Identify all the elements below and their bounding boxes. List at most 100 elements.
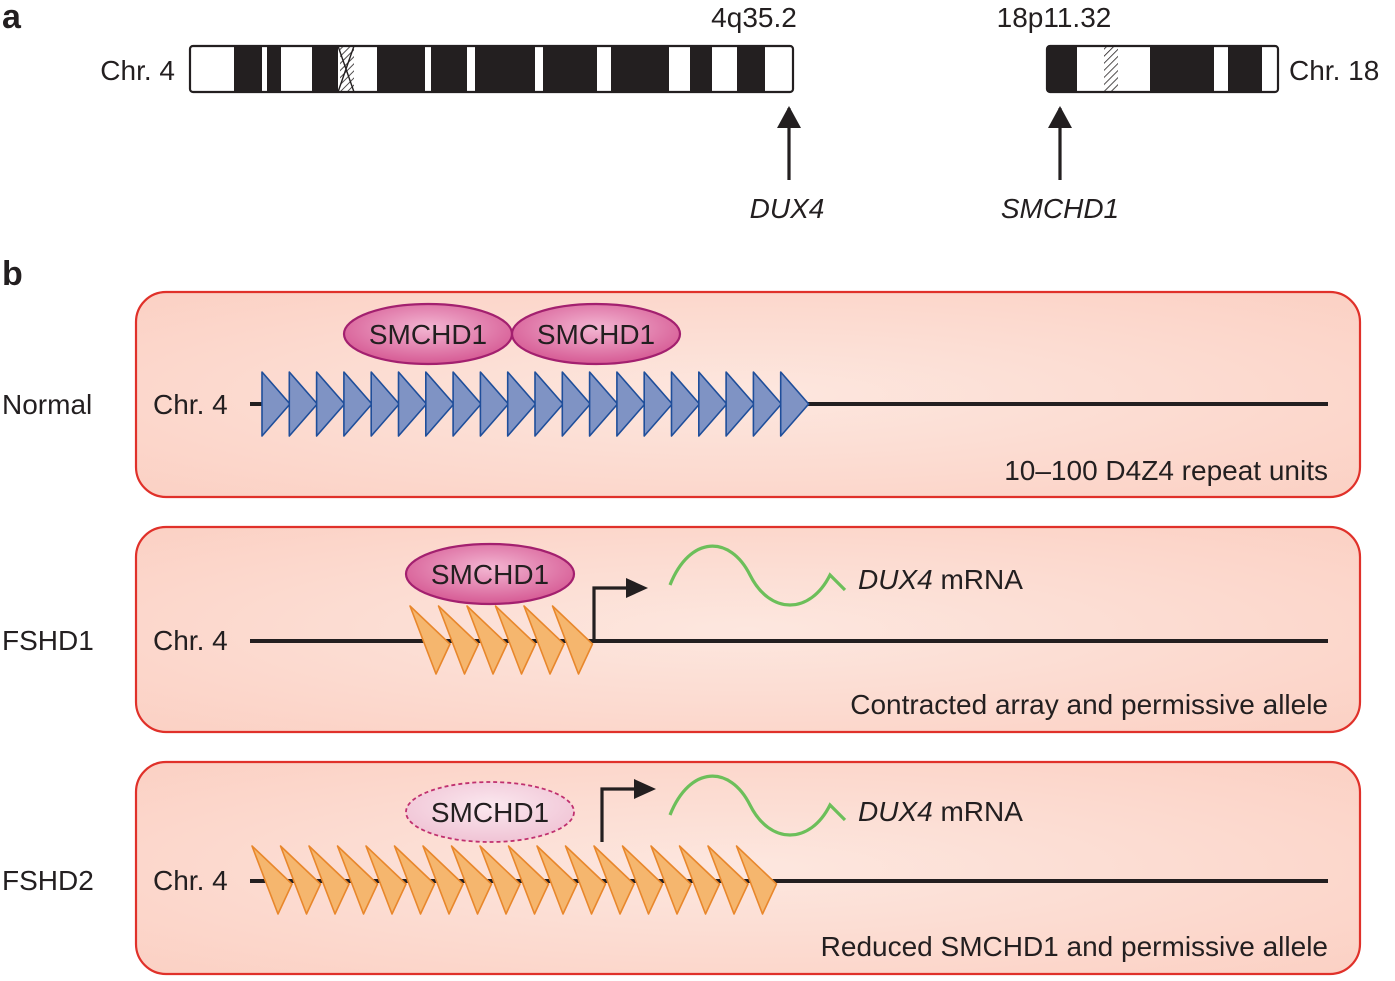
d4z4-repeat-unit (621, 845, 664, 915)
mrna-suffix: mRNA (933, 796, 1024, 827)
d4z4-repeat-unit (506, 371, 537, 437)
chr18-centromere (1104, 46, 1118, 92)
d4z4-repeat-unit (779, 371, 810, 437)
mrna-gene: DUX4 (858, 564, 933, 595)
d4z4-repeat-unit (251, 845, 293, 915)
d4z4-repeat-unit (393, 845, 436, 915)
smchd1-gene-label: SMCHD1 (1001, 193, 1119, 224)
smchd1-protein: SMCHD1 (342, 302, 514, 366)
mrna-wave (668, 544, 847, 607)
chr4-band (475, 46, 535, 92)
d4z4-repeat-unit (336, 845, 379, 915)
panel-letter-b: b (2, 255, 23, 293)
protein-shape (510, 302, 682, 366)
protein-label: SMCHD1 (431, 797, 549, 828)
chr4-centromere-edge (337, 45, 355, 93)
d4z4-repeat-unit (365, 845, 407, 915)
chr18-band (1047, 46, 1077, 92)
transcription-start-arrow (592, 586, 628, 641)
d4z4-repeat-unit (551, 605, 594, 675)
smchd1-arrow-head (1048, 106, 1072, 128)
mrna-label: DUX4 mRNA (858, 796, 1023, 827)
panel-b: b Normal Chr. 4 SMCHD1 SMCHD1 10–100 D4Z… (2, 255, 1362, 976)
d4z4-repeat-array (261, 371, 810, 437)
transcription-arrow-head (634, 779, 656, 799)
row-fshd1: FSHD1 Chr. 4 SMCHD1 DUX4 mRNA Contracted… (2, 525, 1362, 734)
mrna-label: DUX4 mRNA (858, 564, 1023, 595)
chr4-band-label: 4q35.2 (711, 2, 797, 33)
chr4-band (377, 46, 425, 92)
row-caption: Contracted array and permissive allele (850, 689, 1328, 720)
chr4-band (234, 46, 262, 92)
d4z4-repeat-unit (643, 371, 674, 437)
d4z4-repeat-unit (707, 845, 749, 915)
d4z4-repeat-unit (308, 845, 350, 915)
d4z4-repeat-unit (616, 371, 646, 437)
d4z4-repeat-unit (593, 845, 635, 915)
chr4-band (267, 46, 281, 92)
chr4-band (737, 46, 765, 92)
d4z4-repeat-unit (450, 845, 493, 915)
row-caption: Reduced SMCHD1 and permissive allele (821, 931, 1328, 962)
mrna-gene: DUX4 (858, 796, 933, 827)
chr4-band (312, 46, 338, 92)
d4z4-repeat-unit (735, 845, 778, 915)
d4z4-repeat-unit (494, 605, 537, 675)
d4z4-repeat-unit (678, 845, 721, 915)
d4z4-repeat-unit (261, 371, 291, 437)
panel-a: a Chr. 4 4q35.2 DUX4 (2, 0, 1379, 224)
d4z4-repeat-unit (479, 845, 521, 915)
d4z4-repeat-array (251, 845, 778, 915)
chr4-bands (234, 46, 765, 92)
dux4-arrow-head (777, 106, 801, 128)
protein-shape (404, 542, 576, 606)
d4z4-repeat-unit (536, 845, 578, 915)
chr4-band (543, 46, 597, 92)
transcription-start-arrow (600, 787, 636, 842)
d4z4-repeat-array (409, 605, 594, 675)
transcription-arrow-head (626, 578, 648, 598)
chr4-band (611, 46, 669, 92)
mrna-wave (668, 774, 847, 837)
row-label: Normal (2, 389, 92, 420)
row-normal: Normal Chr. 4 SMCHD1 SMCHD1 10–100 D4Z4 … (2, 290, 1362, 499)
panel-letter-a: a (2, 0, 22, 36)
d4z4-repeat-unit (370, 371, 401, 437)
d4z4-repeat-unit (288, 371, 319, 437)
chr-label: Chr. 4 (153, 625, 228, 656)
d4z4-repeat-unit (452, 371, 482, 437)
d4z4-repeat-unit (670, 371, 701, 437)
d4z4-repeat-unit (564, 845, 607, 915)
d4z4-repeat-unit (343, 371, 373, 437)
d4z4-repeat-unit (725, 371, 755, 437)
row-label: FSHD2 (2, 865, 94, 896)
protein-label: SMCHD1 (369, 319, 487, 350)
chromosome-4: Chr. 4 4q35.2 DUX4 (100, 2, 824, 224)
chr4-label: Chr. 4 (100, 55, 175, 86)
row-caption: 10–100 D4Z4 repeat units (1004, 455, 1328, 486)
d4z4-repeat-unit (588, 371, 619, 437)
chromosome-18: Chr. 18 18p11.32 SMCHD1 (997, 2, 1380, 224)
chr-label: Chr. 4 (153, 389, 228, 420)
d4z4-repeat-unit (466, 605, 508, 675)
smchd1-protein: SMCHD1 (404, 542, 576, 606)
row-fshd2: FSHD2 Chr. 4 SMCHD1 DUX4 mRNA Reduced SM… (2, 760, 1362, 976)
smchd1-protein: SMCHD1 (510, 302, 682, 366)
d4z4-repeat-unit (437, 605, 480, 675)
d4z4-repeat-unit (397, 371, 428, 437)
protein-shape (405, 781, 575, 843)
smchd1-protein-reduced: SMCHD1 (405, 781, 575, 843)
d4z4-repeat-unit (315, 371, 346, 437)
d4z4-repeat-unit (279, 845, 322, 915)
chr-label: Chr. 4 (153, 865, 228, 896)
d4z4-repeat-unit (479, 371, 510, 437)
d4z4-repeat-unit (507, 845, 550, 915)
d4z4-repeat-unit (650, 845, 692, 915)
d4z4-repeat-unit (534, 371, 564, 437)
protein-label: SMCHD1 (431, 559, 549, 590)
d4z4-repeat-unit (697, 371, 728, 437)
chr18-band (1150, 46, 1214, 92)
d4z4-repeat-unit (409, 605, 451, 675)
dux4-gene-label: DUX4 (750, 193, 825, 224)
